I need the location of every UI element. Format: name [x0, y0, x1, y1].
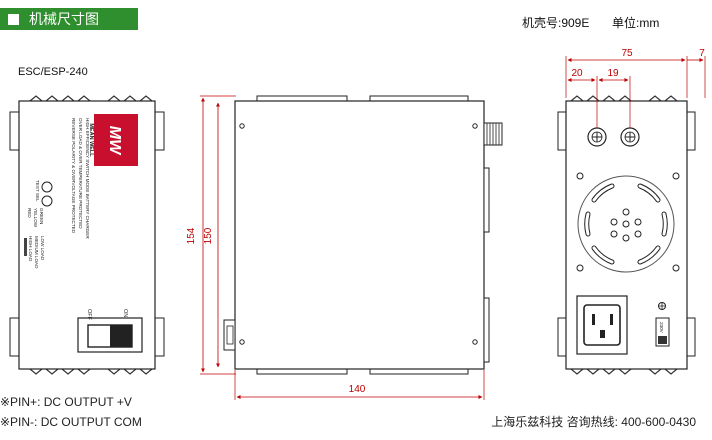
dim-offset-right: 7: [699, 48, 705, 59]
screw-icon: [239, 123, 245, 129]
rear-bottom-ridges: [570, 368, 678, 375]
selector-screw-icon: [658, 302, 666, 310]
rear-top-ridges: [570, 95, 678, 102]
switch-off-label: OFF: [86, 309, 92, 321]
switch-stub-inner: [226, 325, 234, 345]
brand-logo-box: [94, 114, 138, 166]
spec-line-2: OVER LOAD & OVER TEMPERATURE PROTECTED: [78, 118, 83, 229]
section-title: 机械尺寸图: [29, 12, 99, 28]
company-hotline: 上海乐兹科技 咨询热线: 400-600-0430: [491, 415, 696, 429]
dim-length: 140: [349, 384, 366, 395]
led-label-red: RED: [27, 208, 32, 218]
led-label-green: GREEN: [39, 208, 44, 224]
side-bottom-strip-2: [369, 368, 469, 375]
front-right-tab-bottom: [155, 317, 165, 357]
brand-name: MEAN WELL: [88, 123, 94, 157]
voltage-label: 230V: [659, 322, 664, 334]
front-top-ridges: [29, 95, 153, 102]
led-block: [24, 238, 27, 256]
dim-width-total: 75: [621, 48, 633, 59]
screw-icon: [672, 264, 680, 272]
power-switch-on-half: [110, 325, 132, 347]
front-right-tab-top: [155, 111, 165, 151]
model-name: ESC/ESP-240: [18, 66, 88, 78]
dim-offset-left: 20: [571, 68, 583, 79]
dim-height-total: 154: [186, 227, 197, 244]
ac-inlet-socket: [583, 304, 621, 346]
dim-height-body: 150: [203, 227, 214, 244]
section-title-banner: 机械尺寸图: [0, 8, 138, 30]
screw-icon: [576, 264, 584, 272]
rear-view: 230V 75 7 20 19: [557, 48, 706, 375]
pin-plus-note: ※PIN+: DC OUTPUT +V: [0, 395, 132, 409]
front-left-tab-top: [9, 111, 19, 151]
brand-logo: MW: [106, 126, 123, 156]
side-body: [234, 100, 485, 370]
side-rib-top: [483, 167, 490, 233]
screw-icon: [472, 339, 478, 345]
case-number: 机壳号:909E: [522, 16, 590, 30]
screw-icon: [672, 172, 680, 180]
pin-minus-note: ※PIN-: DC OUTPUT COM: [0, 415, 142, 429]
spec-line-1: HIGH EFFICIENCY SWITCH MODE BATTERY CHAR…: [85, 118, 90, 239]
led-state-high: HIGH LOAD: [28, 236, 33, 262]
output-terminal-ridges: [486, 123, 500, 145]
status-led: [41, 195, 53, 207]
front-bottom-ridges: [29, 368, 153, 375]
led-label-yellow: YELLOW: [33, 208, 38, 228]
led-state-low: LOW LOAD: [40, 236, 45, 261]
square-icon: [8, 13, 19, 25]
side-rib-bottom: [483, 297, 490, 363]
front-left-tab-bottom: [9, 317, 19, 357]
dim-pin-spacing: 19: [607, 68, 619, 79]
led-state-medium: MEDIUM LOAD: [34, 236, 39, 269]
spec-line-3: REVERSE POLARITY & OVERVOLTAGE PROTECTED: [71, 118, 76, 234]
switch-on-label: ON: [122, 309, 128, 317]
screw-icon: [239, 339, 245, 345]
fan-grille-outer: [577, 175, 675, 273]
side-bottom-strip-1: [256, 368, 348, 375]
front-view: MW MEAN WELL HIGH EFFICIENCY SWITCH MODE…: [9, 95, 165, 375]
test-button: [41, 181, 53, 193]
unit-label: 单位:mm: [612, 16, 660, 30]
side-view: 154 150 140: [186, 95, 503, 400]
side-top-strip-1: [256, 95, 348, 102]
test-label: TEST SEL: [35, 180, 40, 202]
side-top-strip-2: [369, 95, 469, 102]
screw-icon: [576, 172, 584, 180]
screw-icon: [472, 123, 478, 129]
